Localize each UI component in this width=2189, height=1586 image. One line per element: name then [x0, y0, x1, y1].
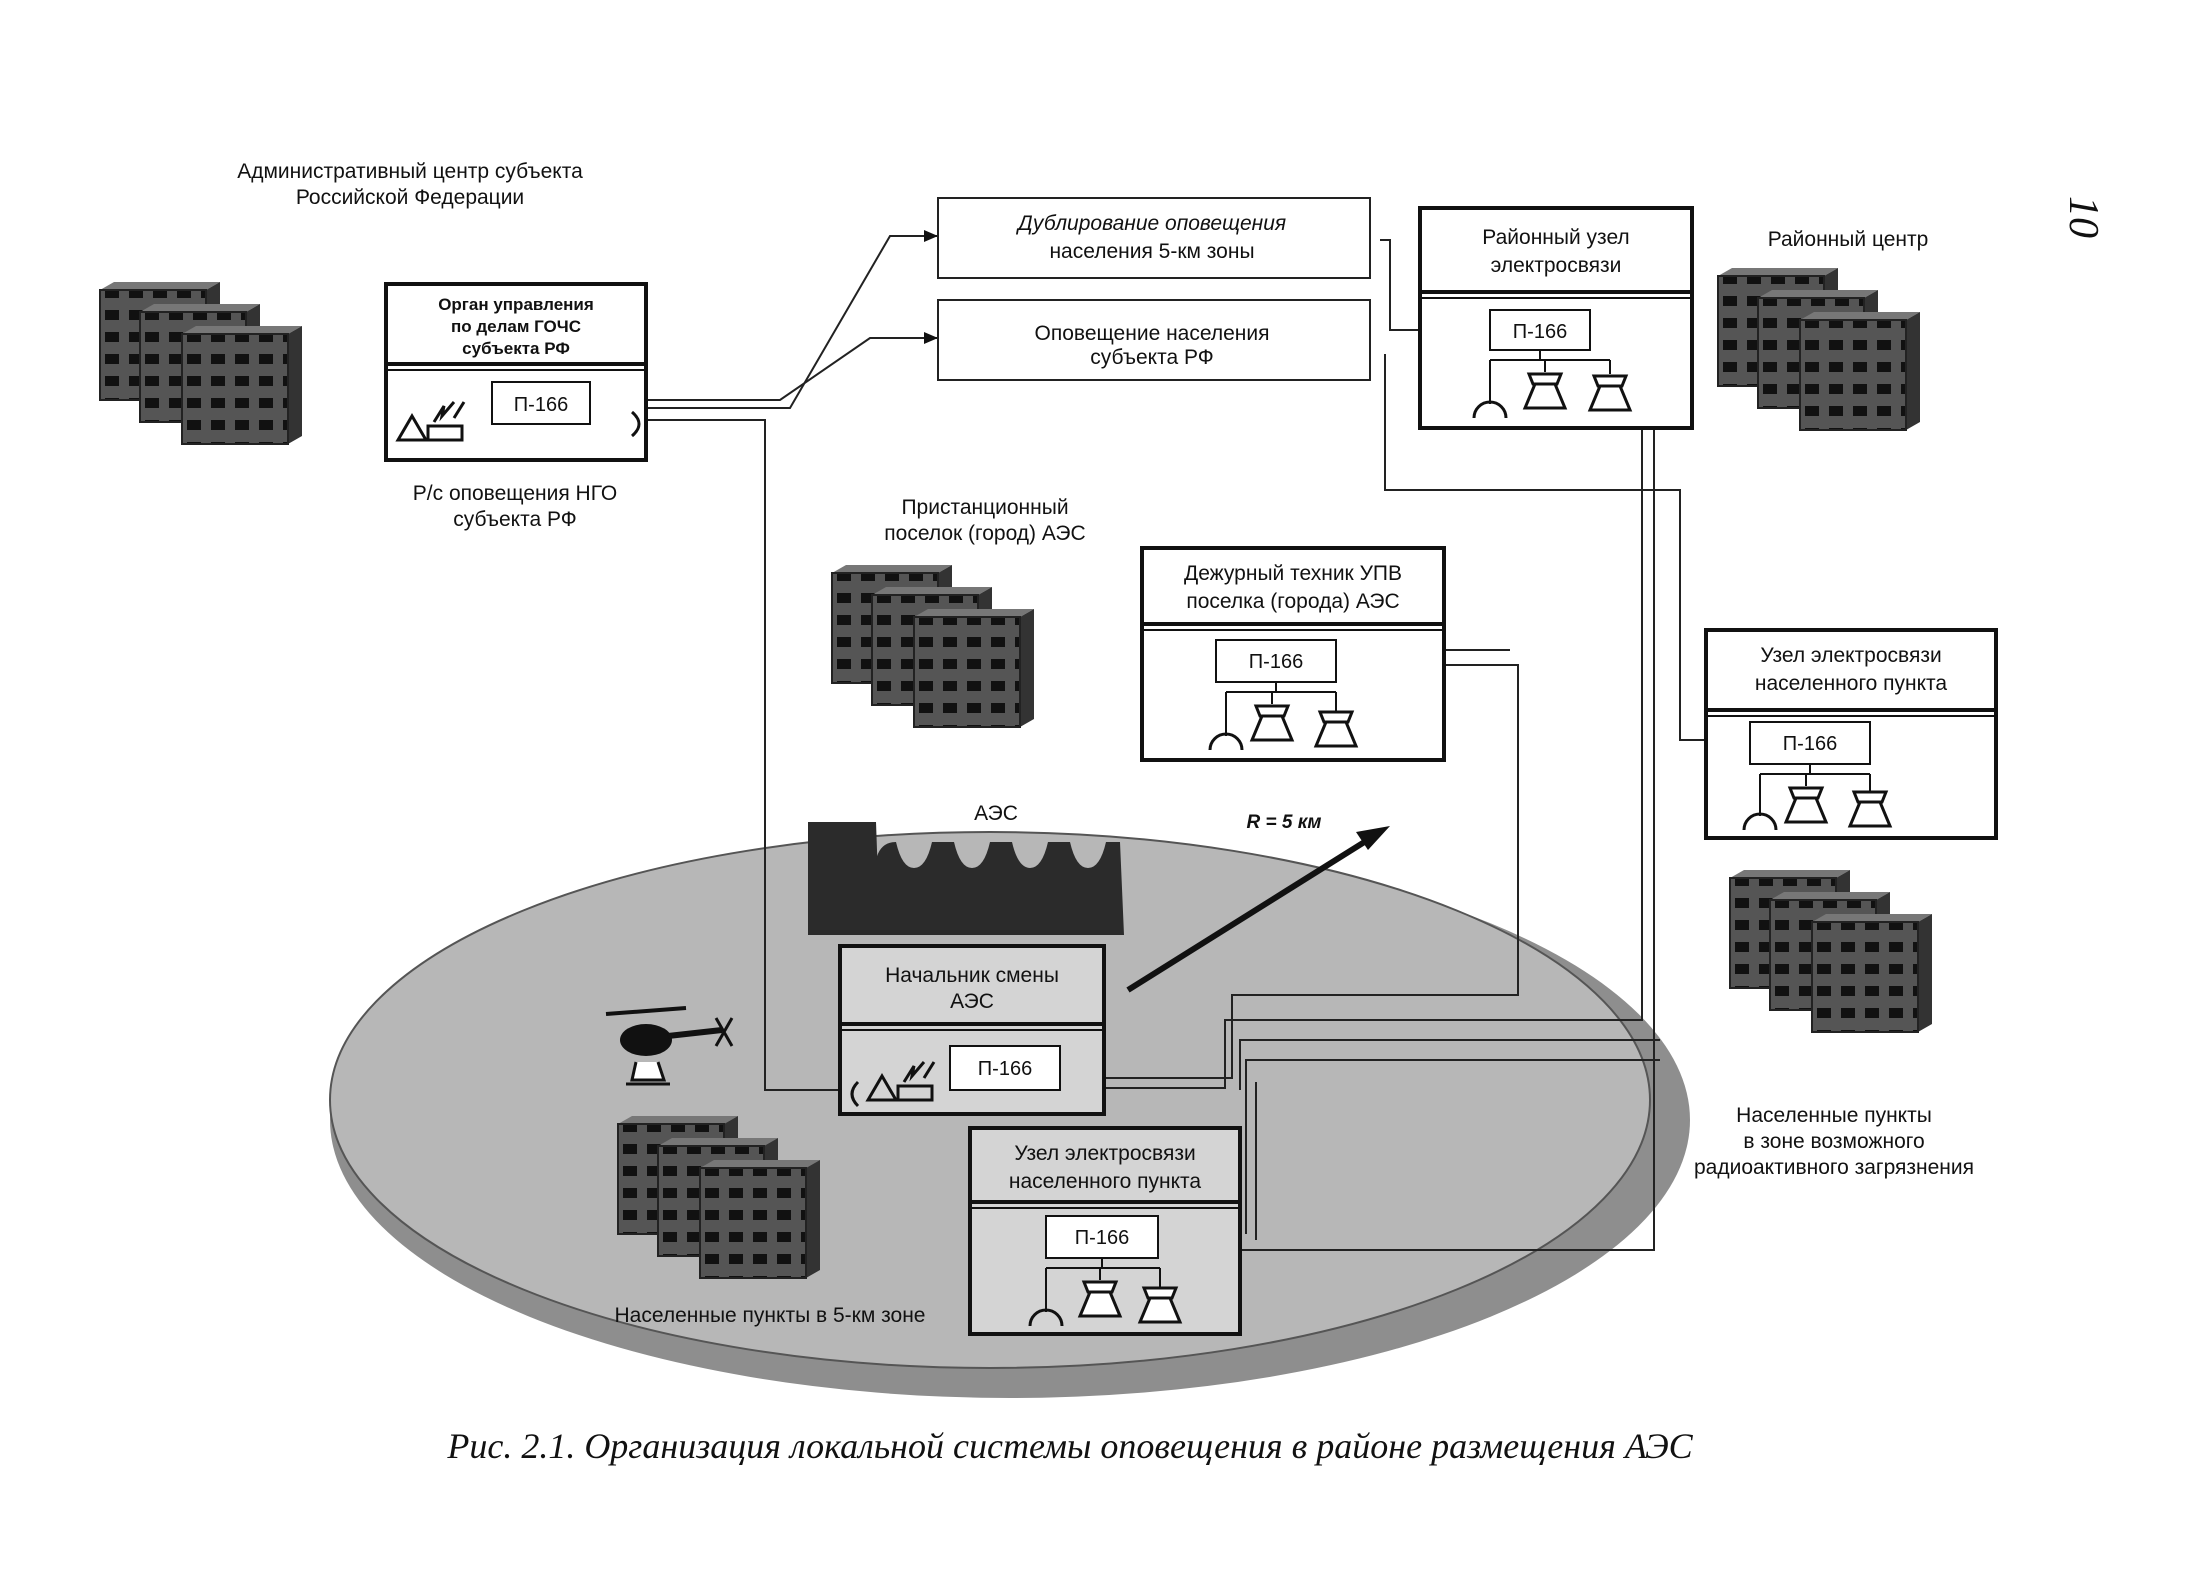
settlements-zone-label: Населенные пункты — [1736, 1104, 1932, 1127]
loudspeaker-icon — [1138, 1286, 1182, 1324]
svg-text:П-166: П-166 — [1249, 651, 1303, 673]
device-p166 — [1749, 721, 1871, 765]
microphone-icon — [1742, 812, 1778, 831]
svg-text:поселка (города) АЭС: поселка (города) АЭС — [1186, 590, 1399, 613]
svg-text:населенного пункта: населенного пункта — [1009, 1170, 1202, 1193]
settlements-5km-label: Населенные пункты в 5-км зоне — [615, 1304, 926, 1327]
svg-text:населения 5-км зоны: населения 5-км зоны — [1049, 240, 1254, 263]
loudspeaker-icon — [1078, 1280, 1122, 1318]
svg-text:электросвязи: электросвязи — [1491, 254, 1622, 277]
radius-arrow — [1126, 826, 1390, 993]
svg-text:АЭС: АЭС — [950, 990, 994, 1013]
station-town-label: поселок (город) АЭС — [884, 522, 1085, 545]
admin-center-label: Российской Федерации — [296, 186, 524, 209]
svg-text:населенного пункта: населенного пункта — [1755, 672, 1948, 695]
svg-text:Орган управления: Орган управления — [438, 295, 594, 314]
svg-text:по делам ГОЧС: по делам ГОЧС — [451, 317, 581, 336]
microphone-icon — [1472, 400, 1508, 419]
settlements-zone-label: радиоактивного загрязнения — [1694, 1156, 1974, 1179]
svg-text:П-166: П-166 — [978, 1058, 1032, 1080]
rs-ngo-label: Р/с оповещения НГО — [413, 482, 617, 505]
svg-text:Узел электросвязи: Узел электросвязи — [1760, 644, 1941, 667]
loudspeaker-icon — [1848, 790, 1892, 828]
svg-text:Районный узел: Районный узел — [1482, 226, 1629, 249]
antenna-icon — [850, 1080, 860, 1108]
svg-text:субъекта РФ: субъекта РФ — [462, 339, 570, 358]
nuclear-plant-icon — [808, 822, 1124, 935]
page-number: 10 — [2060, 196, 2106, 238]
notify-population-box: Оповещение населения субъекта РФ — [937, 299, 1371, 381]
settlement-node-zone-box: Узел электросвязи населенного пункта П-1… — [968, 1126, 1242, 1336]
figure-caption: Рис. 2.1. Организация локальной системы … — [446, 1426, 1693, 1466]
district-center-label: Районный центр — [1768, 228, 1929, 251]
radius-label: R = 5 км — [1247, 812, 1322, 833]
loudspeaker-icon — [1784, 786, 1828, 824]
device-p166 — [1045, 1215, 1159, 1259]
duplication-box: Дублирование оповещения населения 5-км з… — [937, 197, 1371, 279]
svg-text:Дежурный техник УПВ: Дежурный техник УПВ — [1184, 562, 1402, 585]
device-p166 — [949, 1045, 1061, 1091]
svg-text:Оповещение населения: Оповещение населения — [1035, 322, 1270, 345]
rs-ngo-label: субъекта РФ — [453, 508, 576, 531]
gochs-box: Орган управления по делам ГОЧС субъекта … — [384, 282, 648, 462]
antenna-icon — [630, 410, 641, 438]
admin-center-buildings-icon — [100, 282, 302, 444]
station-town-buildings-icon — [832, 565, 1034, 727]
svg-text:П-166: П-166 — [1783, 733, 1837, 755]
aes-label: АЭС — [974, 802, 1018, 825]
admin-center-label: Административный центр субъекта — [237, 160, 583, 183]
loudspeaker-icon — [1250, 704, 1294, 742]
district-center-buildings-icon — [1718, 268, 1920, 430]
district-node-box: Районный узел электросвязи П-166 — [1418, 206, 1694, 430]
device-p166 — [1215, 639, 1337, 683]
svg-text:Дублирование оповещения: Дублирование оповещения — [1016, 212, 1286, 235]
loudspeaker-icon — [1523, 372, 1567, 410]
microphone-icon — [1028, 1308, 1064, 1327]
microphone-icon — [1208, 732, 1244, 751]
svg-text:субъекта РФ: субъекта РФ — [1090, 346, 1213, 369]
loudspeaker-icon — [1588, 374, 1632, 412]
svg-text:П-166: П-166 — [1075, 1227, 1129, 1249]
station-town-label: Пристанционный — [901, 496, 1068, 519]
svg-text:Узел электросвязи: Узел электросвязи — [1014, 1142, 1195, 1165]
shift-chief-box: Начальник смены АЭС П-166 — [838, 944, 1106, 1116]
svg-text:П-166: П-166 — [1513, 321, 1567, 343]
loudspeaker-icon — [1314, 710, 1358, 748]
duty-technician-box: Дежурный техник УПВ поселка (города) АЭС… — [1140, 546, 1446, 762]
settlements-zone-label: в зоне возможного — [1743, 1130, 1924, 1153]
svg-text:Начальник смены: Начальник смены — [885, 964, 1059, 987]
helicopter-icon — [605, 1006, 734, 1086]
svg-text:П-166: П-166 — [514, 394, 568, 416]
settlement-node-right-box: Узел электросвязи населенного пункта П-1… — [1704, 628, 1998, 840]
device-p166 — [491, 381, 591, 425]
zone-settlements-buildings-icon — [1730, 870, 1932, 1032]
